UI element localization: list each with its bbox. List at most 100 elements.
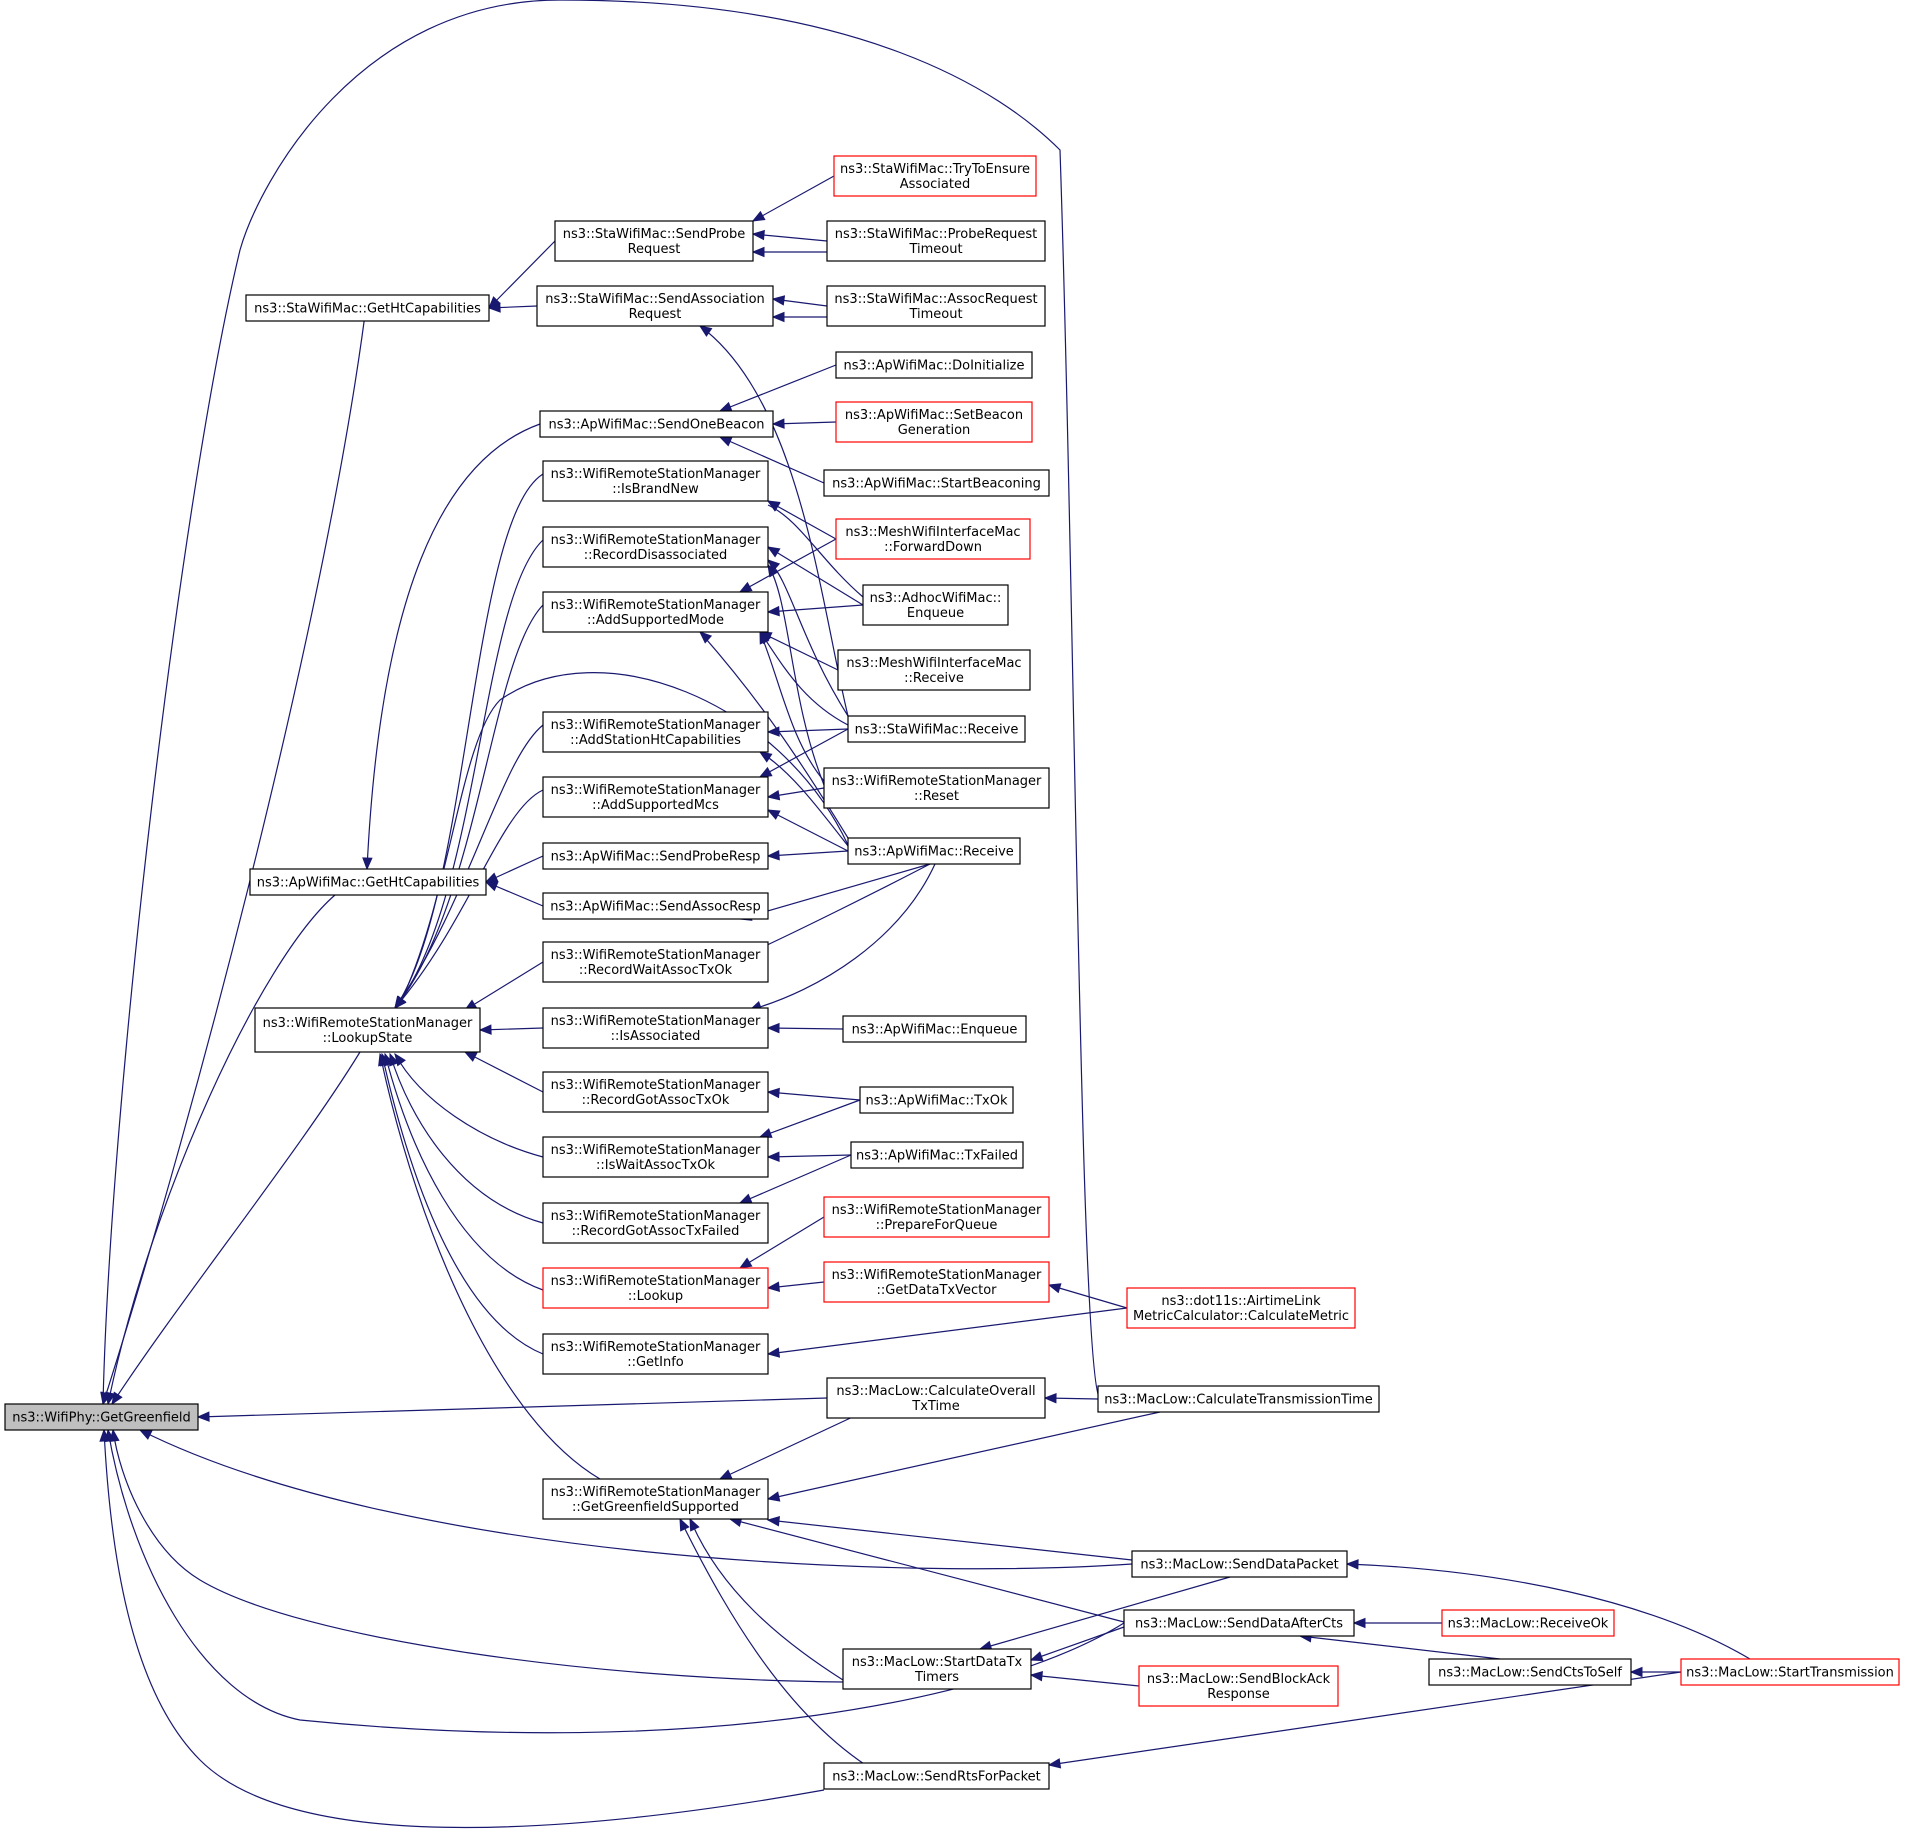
node-label: ::Receive: [904, 671, 964, 686]
node-wrsmreset[interactable]: ns3::WifiRemoteStationManager::Reset: [823, 767, 1050, 809]
node-lookupstate[interactable]: ns3::WifiRemoteStationManager::LookupSta…: [254, 1007, 481, 1053]
node-startbeaconing[interactable]: ns3::ApWifiMac::StartBeaconing: [823, 469, 1050, 497]
call-edge: [394, 539, 544, 1009]
arrowhead: [484, 881, 499, 892]
node-root[interactable]: ns3::WifiPhy::GetGreenfield: [4, 1403, 199, 1431]
node-label: ::Lookup: [628, 1289, 683, 1304]
node-label: ns3::WifiRemoteStationManager: [263, 1016, 473, 1031]
arrowhead: [679, 1517, 690, 1532]
node-label: ::PrepareForQueue: [876, 1218, 998, 1233]
node-stareceive[interactable]: ns3::StaWifiMac::Receive: [847, 715, 1026, 743]
node-label: ::RecordGotAssocTxFailed: [572, 1224, 740, 1239]
call-edge: [749, 863, 931, 954]
arrowhead: [718, 1469, 733, 1480]
node-label: ::RecordDisassociated: [584, 548, 728, 563]
node-addstationht[interactable]: ns3::WifiRemoteStationManager::AddStatio…: [542, 711, 769, 753]
node-label: ns3::StaWifiMac::AssocRequest: [834, 292, 1037, 307]
call-edge: [739, 1216, 825, 1269]
arrowhead: [751, 210, 766, 222]
call-edge: [749, 863, 936, 1011]
node-box: [542, 711, 769, 753]
node-box: [542, 460, 769, 502]
node-aptxok[interactable]: ns3::ApWifiMac::TxOk: [859, 1086, 1014, 1114]
arrowhead: [771, 295, 786, 306]
node-recordwaitassoc[interactable]: ns3::WifiRemoteStationManager::RecordWai…: [542, 941, 769, 983]
node-sendrtsforpacket[interactable]: ns3::MacLow::SendRtsForPacket: [823, 1762, 1050, 1790]
node-sendassocresp[interactable]: ns3::ApWifiMac::SendAssocResp: [542, 892, 769, 920]
node-receiveok[interactable]: ns3::MacLow::ReceiveOk: [1441, 1609, 1615, 1637]
node-meshforwarddown[interactable]: ns3::MeshWifiInterfaceMac::ForwardDown: [835, 518, 1031, 560]
node-sta_ght[interactable]: ns3::StaWifiMac::GetHtCapabilities: [245, 294, 490, 322]
node-meshreceive[interactable]: ns3::MeshWifiInterfaceMac::Receive: [837, 649, 1031, 691]
node-sendproberesp[interactable]: ns3::ApWifiMac::SendProbeResp: [542, 842, 769, 870]
node-label: ::GetInfo: [627, 1355, 684, 1370]
node-box: [249, 868, 487, 896]
node-ap_ght[interactable]: ns3::ApWifiMac::GetHtCapabilities: [249, 868, 487, 896]
arrowhead: [484, 872, 499, 883]
node-label: ns3::WifiRemoteStationManager: [832, 774, 1042, 789]
node-box: [1138, 1665, 1339, 1707]
arrowhead: [738, 1193, 753, 1204]
node-doinitialize[interactable]: ns3::ApWifiMac::DoInitialize: [835, 351, 1033, 379]
call-edge: [767, 850, 849, 857]
node-addsupportedmcs[interactable]: ns3::WifiRemoteStationManager::AddSuppor…: [542, 776, 769, 818]
call-edge: [767, 500, 837, 540]
node-adhocenqueue[interactable]: ns3::AdhocWifiMac::Enqueue: [862, 584, 1009, 626]
call-nodes: ns3::WifiPhy::GetGreenfield ns3::StaWifiM…: [4, 155, 1900, 1790]
node-label: ::IsWaitAssocTxOk: [596, 1158, 715, 1173]
node-box: [823, 1762, 1050, 1790]
node-box: [859, 1086, 1014, 1114]
call-edge: [767, 1091, 861, 1101]
node-recordgotok[interactable]: ns3::WifiRemoteStationManager::RecordGot…: [542, 1071, 769, 1113]
call-edge: [759, 631, 825, 782]
node-senddataaftercts[interactable]: ns3::MacLow::SendDataAfterCts: [1123, 1609, 1355, 1637]
node-iswaitassoc[interactable]: ns3::WifiRemoteStationManager::IsWaitAss…: [542, 1136, 769, 1178]
node-label: TxTime: [911, 1399, 959, 1414]
node-senddatapacket[interactable]: ns3::MacLow::SendDataPacket: [1131, 1550, 1348, 1578]
node-getgreenfieldsupp[interactable]: ns3::WifiRemoteStationManager::GetGreenf…: [542, 1478, 769, 1520]
node-isassociated[interactable]: ns3::WifiRemoteStationManager::IsAssocia…: [542, 1007, 769, 1049]
call-edge: [197, 1397, 828, 1418]
call-edge: [767, 1154, 852, 1158]
node-box: [823, 767, 1050, 809]
call-edge: [759, 631, 849, 726]
node-sendonebeacon[interactable]: ns3::ApWifiMac::SendOneBeacon: [539, 410, 774, 438]
call-edge: [767, 1027, 844, 1030]
node-sendctstoself[interactable]: ns3::MacLow::SendCtsToSelf: [1428, 1658, 1632, 1686]
node-lookup[interactable]: ns3::WifiRemoteStationManager::Lookup: [542, 1267, 769, 1309]
arrowhead: [100, 1391, 111, 1406]
node-apreceive[interactable]: ns3::ApWifiMac::Receive: [847, 837, 1021, 865]
node-calcmetric[interactable]: ns3::dot11s::AirtimeLinkMetricCalculator…: [1126, 1287, 1356, 1329]
node-apenqueue[interactable]: ns3::ApWifiMac::Enqueue: [842, 1015, 1027, 1043]
call-edges: [99, 0, 1751, 1829]
call-edge: [759, 631, 839, 671]
node-recordgotfailed[interactable]: ns3::WifiRemoteStationManager::RecordGot…: [542, 1202, 769, 1244]
arrowhead: [766, 1087, 780, 1099]
node-addsupportedmode[interactable]: ns3::WifiRemoteStationManager::AddSuppor…: [542, 591, 769, 633]
node-getdatatxvector[interactable]: ns3::WifiRemoteStationManager::GetDataTx…: [823, 1261, 1050, 1303]
node-recorddisassoc[interactable]: ns3::WifiRemoteStationManager::RecordDis…: [542, 526, 769, 568]
node-label: ns3::WifiRemoteStationManager: [551, 948, 761, 963]
node-calctranstime[interactable]: ns3::MacLow::CalculateTransmissionTime: [1097, 1385, 1380, 1413]
node-box: [842, 1015, 1027, 1043]
node-isbrandnew[interactable]: ns3::WifiRemoteStationManager::IsBrandNe…: [542, 460, 769, 502]
node-starttransmission[interactable]: ns3::MacLow::StartTransmission: [1680, 1658, 1900, 1686]
call-edge: [767, 809, 849, 852]
arrowhead: [767, 559, 781, 572]
node-box: [837, 649, 1031, 691]
node-box: [826, 1377, 1046, 1419]
node-aptxfailed[interactable]: ns3::ApWifiMac::TxFailed: [850, 1141, 1024, 1169]
node-label: ns3::WifiRemoteStationManager: [551, 783, 761, 798]
node-getinfo[interactable]: ns3::WifiRemoteStationManager::GetInfo: [542, 1333, 769, 1375]
node-prepareforqueue[interactable]: ns3::WifiRemoteStationManager::PrepareFo…: [823, 1196, 1050, 1238]
node-box: [4, 1403, 199, 1431]
